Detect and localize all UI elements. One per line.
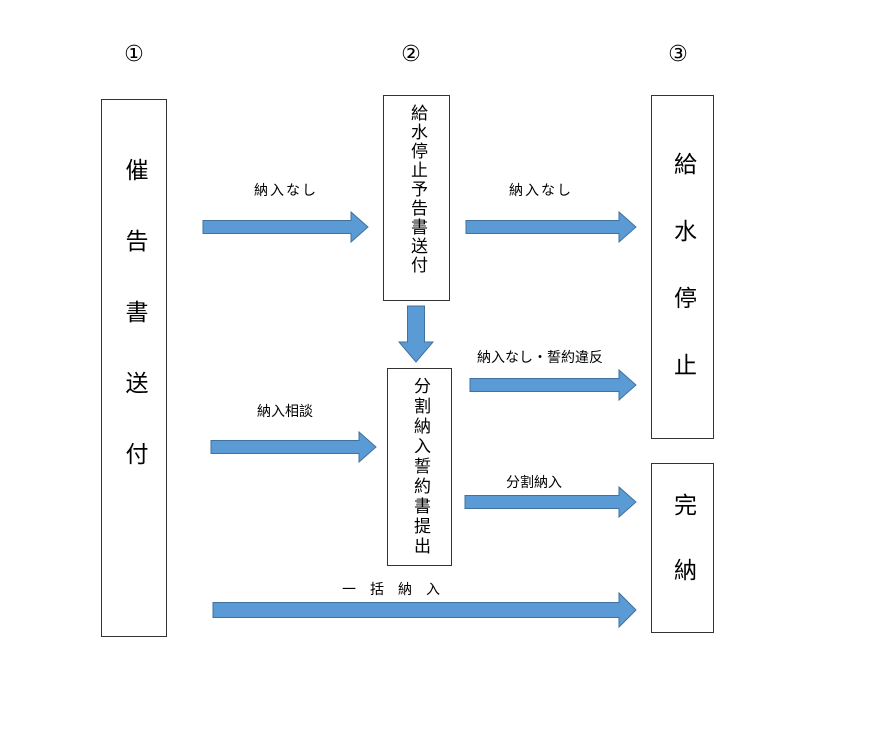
arrow-reminder-to-pledge (210, 430, 377, 464)
label-lump-sum-payment: 一 括 納 入 (342, 582, 440, 598)
arrow-reminder-to-paid-in-full (212, 591, 637, 629)
stop-notice-box: 給水停止予告書送付 (383, 95, 450, 301)
step-number-2: ② (401, 42, 421, 67)
installment-pledge-text: 分割納入誓約書提出 (410, 377, 430, 557)
label-no-payment-2: 納入なし (509, 183, 573, 199)
label-no-payment-1: 納入なし (254, 183, 318, 199)
arrow-reminder-to-stop-notice (202, 210, 369, 244)
label-payment-consultation: 納入相談 (257, 404, 313, 420)
label-no-payment-pledge-breach: 納入なし・誓約違反 (477, 350, 603, 366)
water-stop-box: 給水停止 (651, 95, 714, 439)
reminder-text: 催告書送付 (121, 158, 147, 513)
step-number-1: ① (124, 42, 144, 67)
arrow-stop-notice-to-pledge (397, 305, 435, 363)
installment-pledge-box: 分割納入誓約書提出 (387, 368, 452, 566)
arrow-pledge-to-paid-in-full (464, 485, 637, 519)
stop-notice-text: 給水停止予告書送付 (407, 104, 427, 275)
step-number-3: ③ (668, 42, 688, 67)
arrow-pledge-to-water-stop (469, 368, 637, 402)
reminder-box: 催告書送付 (101, 99, 167, 637)
water-stop-text: 給水停止 (669, 152, 696, 420)
arrow-stop-notice-to-water-stop (465, 210, 637, 244)
paid-in-full-text: 完納 (669, 493, 696, 623)
paid-in-full-box: 完納 (651, 463, 714, 633)
label-installment-payment: 分割納入 (506, 475, 562, 491)
